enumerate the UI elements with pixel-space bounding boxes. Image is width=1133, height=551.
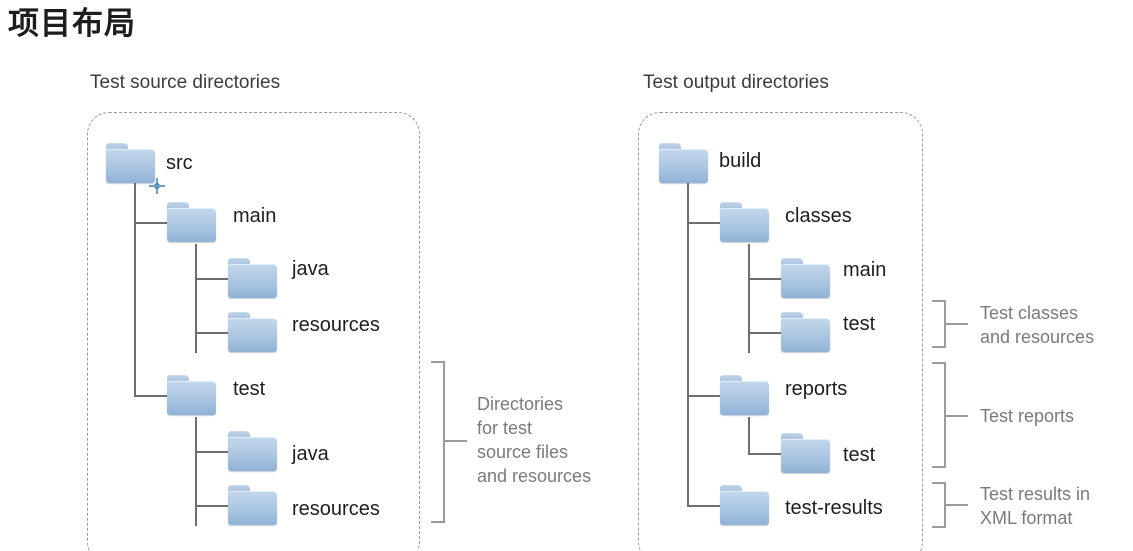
tree-line-main-to-java <box>195 278 235 280</box>
annotation-tick-test-classes <box>946 323 968 325</box>
tree-line-reports-trunk <box>748 417 750 455</box>
folder-body <box>228 491 277 525</box>
tree-line-build-to-reports <box>687 395 727 397</box>
node-label-build-reports-test: test <box>843 444 876 466</box>
node-label-build-classes: classes <box>785 205 852 227</box>
folder-tab <box>781 258 803 266</box>
folder-body <box>781 264 830 298</box>
folder-body <box>720 381 769 415</box>
page-title: 项目布局 <box>8 6 136 41</box>
folder-icon-build-test-results[interactable] <box>720 485 769 525</box>
folder-icon-src-test[interactable] <box>167 375 216 415</box>
folder-icon-src-test-resources[interactable] <box>228 485 277 525</box>
folder-tab <box>167 375 189 383</box>
folder-tab <box>781 433 803 441</box>
tree-line-src-to-main <box>134 222 174 224</box>
node-label-src-main: main <box>233 205 277 227</box>
node-label-build: build <box>719 150 762 172</box>
annotation-text-test-results: Test results in XML format <box>980 484 1091 528</box>
tree-line-test-to-java <box>195 451 235 453</box>
folder-tab <box>228 431 250 439</box>
annotation-bracket-test-classes <box>932 300 946 348</box>
annotation-tick-left <box>445 440 467 442</box>
tree-line-build-to-classes <box>687 222 727 224</box>
folder-body <box>167 381 216 415</box>
folder-body <box>781 318 830 352</box>
node-label-src-test-java: java <box>292 443 329 465</box>
folder-tab <box>720 485 742 493</box>
annotation-bracket-test-results <box>932 482 946 528</box>
folder-icon-build-classes[interactable] <box>720 202 769 242</box>
tree-line-main-trunk <box>195 244 197 353</box>
folder-body <box>659 149 708 183</box>
annotation-tick-test-reports <box>946 415 968 417</box>
folder-body <box>228 264 277 298</box>
folder-icon-src-main-java[interactable] <box>228 258 277 298</box>
folder-tab <box>228 485 250 493</box>
tree-line-classes-to-test <box>748 332 788 334</box>
annotation-bracket-left <box>431 361 445 523</box>
annotation-text-left: Directories for test source files and re… <box>477 394 592 486</box>
folder-icon-build-classes-main[interactable] <box>781 258 830 298</box>
folder-body <box>106 149 155 183</box>
annotation-text-test-classes: Test classes and resources <box>980 303 1095 347</box>
node-label-build-reports: reports <box>785 378 848 400</box>
tree-line-reports-to-test <box>748 453 788 455</box>
folder-body <box>720 208 769 242</box>
folder-body <box>720 491 769 525</box>
annotation-text-test-reports: Test reports <box>980 406 1075 426</box>
node-label-src-test: test <box>233 378 266 400</box>
folder-icon-build-reports[interactable] <box>720 375 769 415</box>
folder-tab <box>659 143 681 151</box>
folder-tab <box>720 202 742 210</box>
folder-body <box>228 318 277 352</box>
folder-tab <box>167 202 189 210</box>
folder-icon-build[interactable] <box>659 143 708 183</box>
tree-line-classes-trunk <box>748 244 750 353</box>
node-label-src-main-java: java <box>292 258 329 280</box>
node-label-build-classes-main: main <box>843 259 887 281</box>
tree-line-build-trunk <box>687 181 689 507</box>
folder-body <box>228 437 277 471</box>
folder-icon-src-main-resources[interactable] <box>228 312 277 352</box>
folder-body <box>167 208 216 242</box>
tree-line-main-to-resources <box>195 332 235 334</box>
folder-icon-src[interactable] <box>106 143 155 183</box>
node-label-src-test-resources: resources <box>292 498 380 520</box>
folder-tab <box>228 258 250 266</box>
tree-line-src-to-test <box>134 395 174 397</box>
tree-line-test-trunk <box>195 417 197 526</box>
folder-tab <box>781 312 803 320</box>
folder-tab <box>106 143 128 151</box>
node-label-build-classes-test: test <box>843 313 876 335</box>
folder-icon-src-main[interactable] <box>167 202 216 242</box>
folder-icon-build-reports-test[interactable] <box>781 433 830 473</box>
node-label-build-test-results: test-results <box>785 497 883 519</box>
node-label-src: src <box>166 152 193 174</box>
tree-line-test-to-resources <box>195 505 235 507</box>
folder-icon-build-classes-test[interactable] <box>781 312 830 352</box>
folder-tab <box>228 312 250 320</box>
test-source-directories-panel <box>87 112 420 551</box>
annotation-bracket-test-reports <box>932 362 946 468</box>
folder-icon-src-test-java[interactable] <box>228 431 277 471</box>
tree-line-src-trunk <box>134 181 136 397</box>
annotation-tick-test-results <box>946 504 968 506</box>
tree-line-classes-to-main <box>748 278 788 280</box>
node-label-src-main-resources: resources <box>292 314 380 336</box>
marker-dot <box>154 183 160 189</box>
tree-line-build-to-test-results <box>687 505 727 507</box>
folder-body <box>781 439 830 473</box>
right-panel-caption: Test output directories <box>643 72 829 93</box>
folder-tab <box>720 375 742 383</box>
test-output-directories-panel <box>638 112 923 551</box>
cursor-star-marker <box>149 178 165 194</box>
left-panel-caption: Test source directories <box>90 72 281 93</box>
